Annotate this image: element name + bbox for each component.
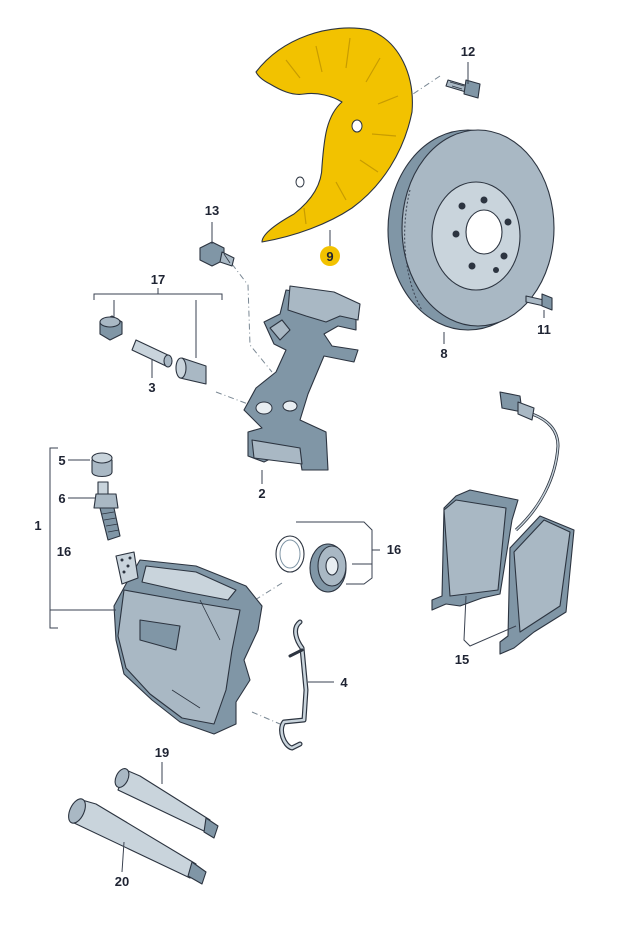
brake-disc-vents	[404, 189, 423, 311]
guide-pin-kit[interactable]	[99, 315, 207, 385]
brake-disc[interactable]	[387, 129, 555, 331]
label-11: 11	[537, 322, 551, 337]
caliper-inlet-fitting	[115, 551, 139, 585]
carrier-bolt[interactable]	[199, 241, 235, 267]
label-20: 20	[115, 874, 129, 889]
grease-tube[interactable]	[112, 766, 219, 839]
label-8: 8	[440, 346, 447, 361]
brake-pads[interactable]	[431, 391, 575, 655]
splash-shield[interactable]	[255, 27, 413, 243]
splash-shield-body	[255, 27, 413, 243]
bleeder-valve[interactable]	[93, 481, 121, 541]
label-17: 17	[151, 272, 165, 287]
label-3: 3	[148, 380, 155, 395]
assembly-paste-tube[interactable]	[65, 796, 207, 885]
shield-bolt[interactable]	[445, 79, 481, 99]
brake-disc-center-bore	[465, 209, 503, 255]
leader-lines	[49, 62, 545, 873]
countersunk-screw[interactable]	[525, 293, 553, 311]
label-16-right: 16	[387, 542, 401, 557]
seal-ring	[275, 535, 305, 573]
label-5: 5	[58, 453, 65, 468]
splash-shield-hole	[295, 176, 305, 188]
retaining-spring[interactable]	[279, 619, 309, 751]
caliper-housing[interactable]	[113, 551, 263, 735]
label-12: 12	[461, 44, 475, 59]
label-15: 15	[455, 652, 469, 667]
highlight-badge	[320, 246, 340, 266]
label-1: 1	[34, 518, 41, 533]
label-13: 13	[205, 203, 219, 218]
label-16-left: 16	[57, 544, 71, 559]
splash-shield-hole	[351, 119, 363, 133]
splash-shield-rib	[285, 37, 399, 225]
seal-kit[interactable]	[275, 535, 347, 593]
label-9: 9	[326, 249, 333, 264]
label-2: 2	[258, 486, 265, 501]
label-6: 6	[58, 491, 65, 506]
part-labels: 9 12 13 8 11 17 3 2 5 6 1 16 16 4 15 19 …	[34, 44, 550, 889]
dust-cap[interactable]	[91, 452, 113, 478]
label-19: 19	[155, 745, 169, 760]
label-4: 4	[340, 675, 348, 690]
caliper-carrier[interactable]	[243, 285, 361, 471]
